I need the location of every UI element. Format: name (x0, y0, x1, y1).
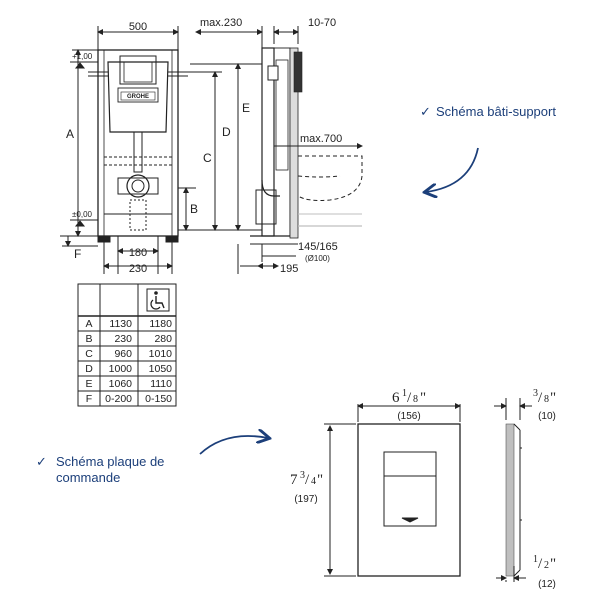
row-label: C (85, 348, 93, 360)
note-frame-schema: Schéma bâti-support (436, 104, 556, 119)
dim-500-label: 500 (129, 21, 147, 33)
plate-side-view (494, 398, 532, 582)
table-row: C 960 1010 (85, 348, 172, 360)
level-zero-label: ±0,00 (72, 210, 93, 219)
plate-base-frac-num: 1 (533, 554, 538, 565)
row-std-value: 1060 (109, 378, 133, 390)
svg-text:/: / (538, 390, 543, 406)
svg-text:/: / (538, 556, 543, 572)
plate-width-label: 6 1 / 8 " (392, 388, 426, 406)
svg-text:/: / (407, 390, 412, 406)
check-icon: ✓ (420, 105, 431, 120)
plate-width-mm: (156) (397, 411, 420, 422)
plate-depth-frac-num: 3 (533, 388, 538, 399)
table-row: F 0-200 0-150 (86, 393, 172, 405)
row-pmr-value: 1050 (149, 363, 173, 375)
row-pmr-value: 1180 (149, 318, 172, 330)
row-pmr-value: 280 (154, 333, 172, 345)
dim-10-70-label: 10-70 (308, 17, 336, 29)
row-pmr-value: 1110 (150, 378, 172, 390)
row-label: B (85, 333, 92, 345)
plate-height-frac-den: 4 (311, 476, 316, 487)
plate-base-unit: " (550, 556, 556, 572)
dim-b-letter: B (190, 202, 198, 216)
plate-depth-mm: (10) (538, 411, 556, 422)
svg-text:/: / (305, 472, 310, 488)
dim-max230-label: max.230 (200, 17, 242, 29)
brand-logo-text: GROHE (127, 94, 149, 100)
plate-height-mm: (197) (294, 494, 317, 505)
wheelchair-icon (146, 288, 170, 312)
plate-base-frac-den: 2 (544, 560, 549, 571)
level-markers (70, 61, 98, 227)
plate-height-frac-num: 3 (300, 470, 305, 481)
level-top-label: +1,00 (72, 52, 93, 61)
row-std-value: 960 (114, 348, 132, 360)
note-plate-schema-line1: Schéma plaque de (56, 454, 164, 469)
plate-depth-unit: " (550, 390, 556, 406)
row-std-value: 230 (114, 333, 132, 345)
plate-width-frac-den: 8 (413, 394, 418, 405)
row-label: D (85, 363, 93, 375)
plate-base-mm: (12) (538, 579, 556, 590)
plate-width-whole: 6 (392, 390, 400, 406)
plate-base-label: 1 / 2 " (533, 554, 556, 572)
plate-height-whole: 7 (290, 472, 298, 488)
plate-depth-frac-den: 8 (544, 394, 549, 405)
dim-d-letter: D (222, 125, 231, 139)
row-pmr-value: 0-150 (145, 393, 172, 405)
arrow-to-plate (199, 436, 268, 455)
table-row: D 1000 1050 (85, 363, 172, 375)
row-label: E (85, 378, 92, 390)
dim-max700-label: max.700 (300, 133, 342, 145)
dim-195-label: 195 (280, 263, 298, 275)
dim-a-line (60, 49, 98, 237)
check-icon: ✓ (36, 455, 47, 470)
row-pmr-value: 1010 (149, 348, 173, 360)
plate-width-frac-num: 1 (402, 388, 407, 399)
dim-bottom-lines (103, 236, 173, 274)
table-row: A 1130 1180 (85, 318, 172, 330)
dim-f-line (62, 236, 98, 247)
dim-a-letter: A (66, 127, 74, 141)
dim-e-letter: E (242, 101, 250, 115)
row-std-value: 0-200 (105, 393, 132, 405)
dim-d100-label: (Ø100) (305, 254, 330, 263)
frame-side-view (178, 26, 363, 274)
row-std-value: 1000 (109, 363, 133, 375)
plate-front-view (324, 403, 461, 577)
row-std-value: 1130 (109, 318, 132, 330)
dimension-table (77, 283, 177, 407)
arrow-to-frame (426, 147, 479, 192)
dim-180-label: 180 (129, 247, 147, 259)
row-label: F (86, 393, 92, 405)
frame-front-view (88, 26, 188, 243)
plate-depth-label: 3 / 8 " (533, 388, 556, 406)
dim-230-label: 230 (129, 263, 147, 275)
grohe-logo (120, 91, 156, 101)
dim-f-letter: F (74, 247, 81, 261)
row-label: A (85, 318, 92, 330)
table-row: B 230 280 (85, 333, 172, 345)
plate-width-unit: " (420, 390, 426, 406)
plate-height-unit: " (317, 472, 323, 488)
plate-height-label: 7 3 / 4 " (290, 470, 323, 488)
table-row: E 1060 1110 (85, 378, 172, 390)
note-plate-schema-line2: commande (56, 470, 120, 485)
dim-145-165-label: 145/165 (298, 241, 338, 253)
dim-c-letter: C (203, 151, 212, 165)
